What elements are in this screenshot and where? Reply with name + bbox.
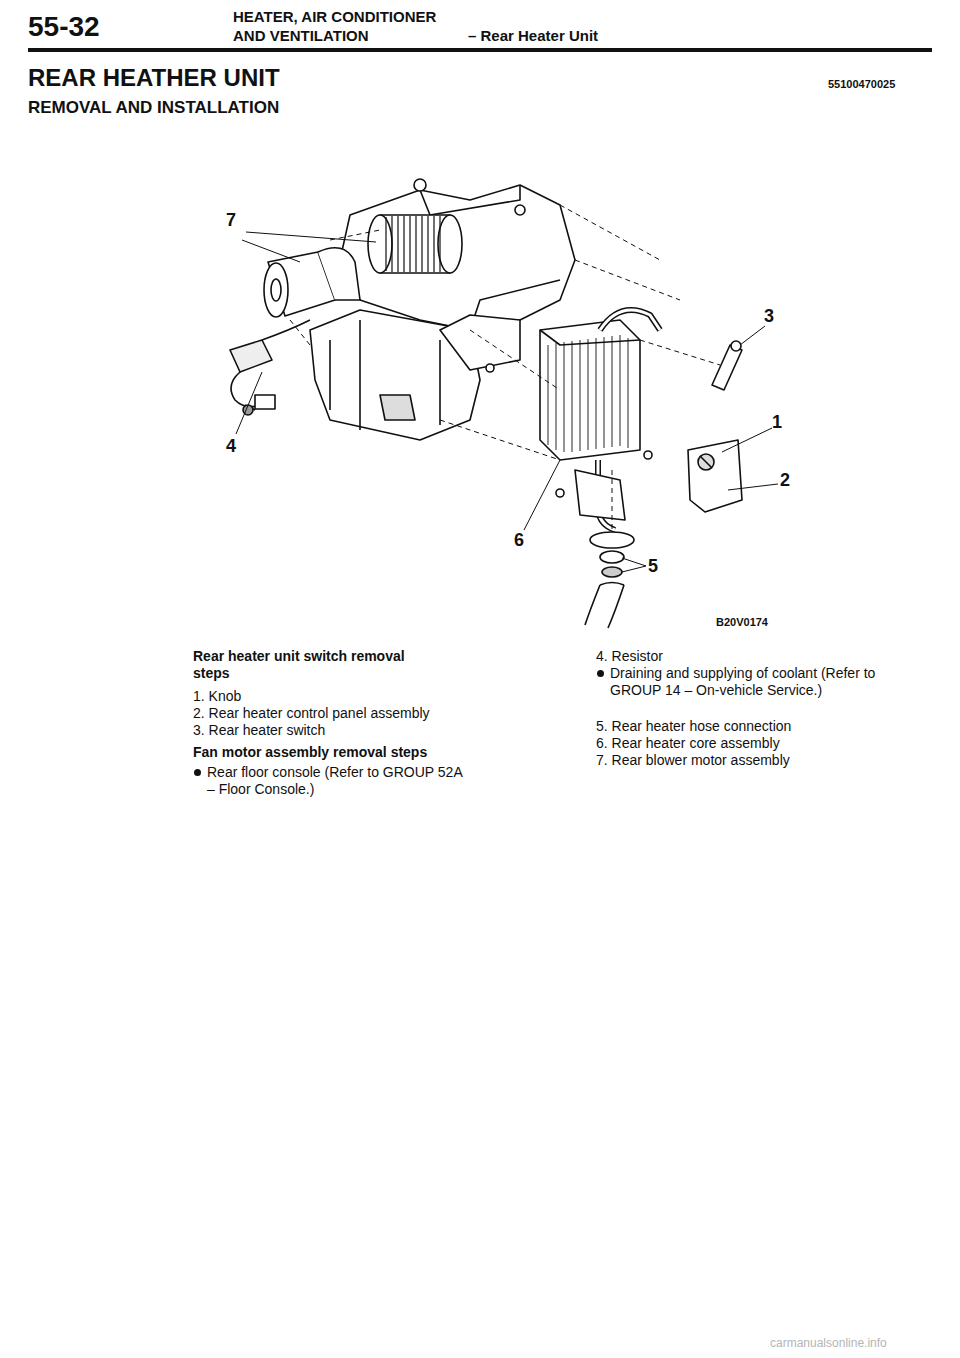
step-item: 2. Rear heater control panel assembly <box>193 705 523 722</box>
step-item: Draining and supplying of coolant (Refer… <box>596 665 900 699</box>
callout-number: 2 <box>780 470 790 492</box>
step-item: 3. Rear heater switch <box>193 722 523 739</box>
page-title: REAR HEATHER UNIT <box>28 64 280 93</box>
steps-heading: Fan motor assembly removal steps <box>193 744 523 761</box>
steps-heading: Rear heater unit switch removal steps <box>193 648 443 682</box>
callout-number: 7 <box>226 210 236 232</box>
step-item: 6. Rear heater core assembly <box>596 735 926 752</box>
step-item: 1. Knob <box>193 688 523 705</box>
step-item: Rear floor console (Refer to GROUP 52A –… <box>193 764 467 798</box>
subsection-header: – Rear Heater Unit <box>468 27 598 45</box>
doc-code: 55100470025 <box>828 78 895 91</box>
sub-title: REMOVAL AND INSTALLATION <box>28 98 279 118</box>
watermark: carmanualsonline.info <box>770 1336 887 1350</box>
section-header: AND VENTILATION <box>233 27 369 45</box>
callout-number: 1 <box>772 412 782 434</box>
step-item: 5. Rear heater hose connection <box>596 718 926 735</box>
figure-code: B20V0174 <box>716 616 768 629</box>
step-item: 7. Rear blower motor assembly <box>596 752 926 769</box>
page-number: 55-32 <box>28 10 100 44</box>
step-item: 4. Resistor <box>596 648 926 665</box>
callout-number: 5 <box>648 556 658 578</box>
callout-number: 3 <box>764 306 774 328</box>
callout-number: 4 <box>226 436 236 458</box>
callout-number: 6 <box>514 530 524 552</box>
section-header: HEATER, AIR CONDITIONER <box>233 8 436 26</box>
